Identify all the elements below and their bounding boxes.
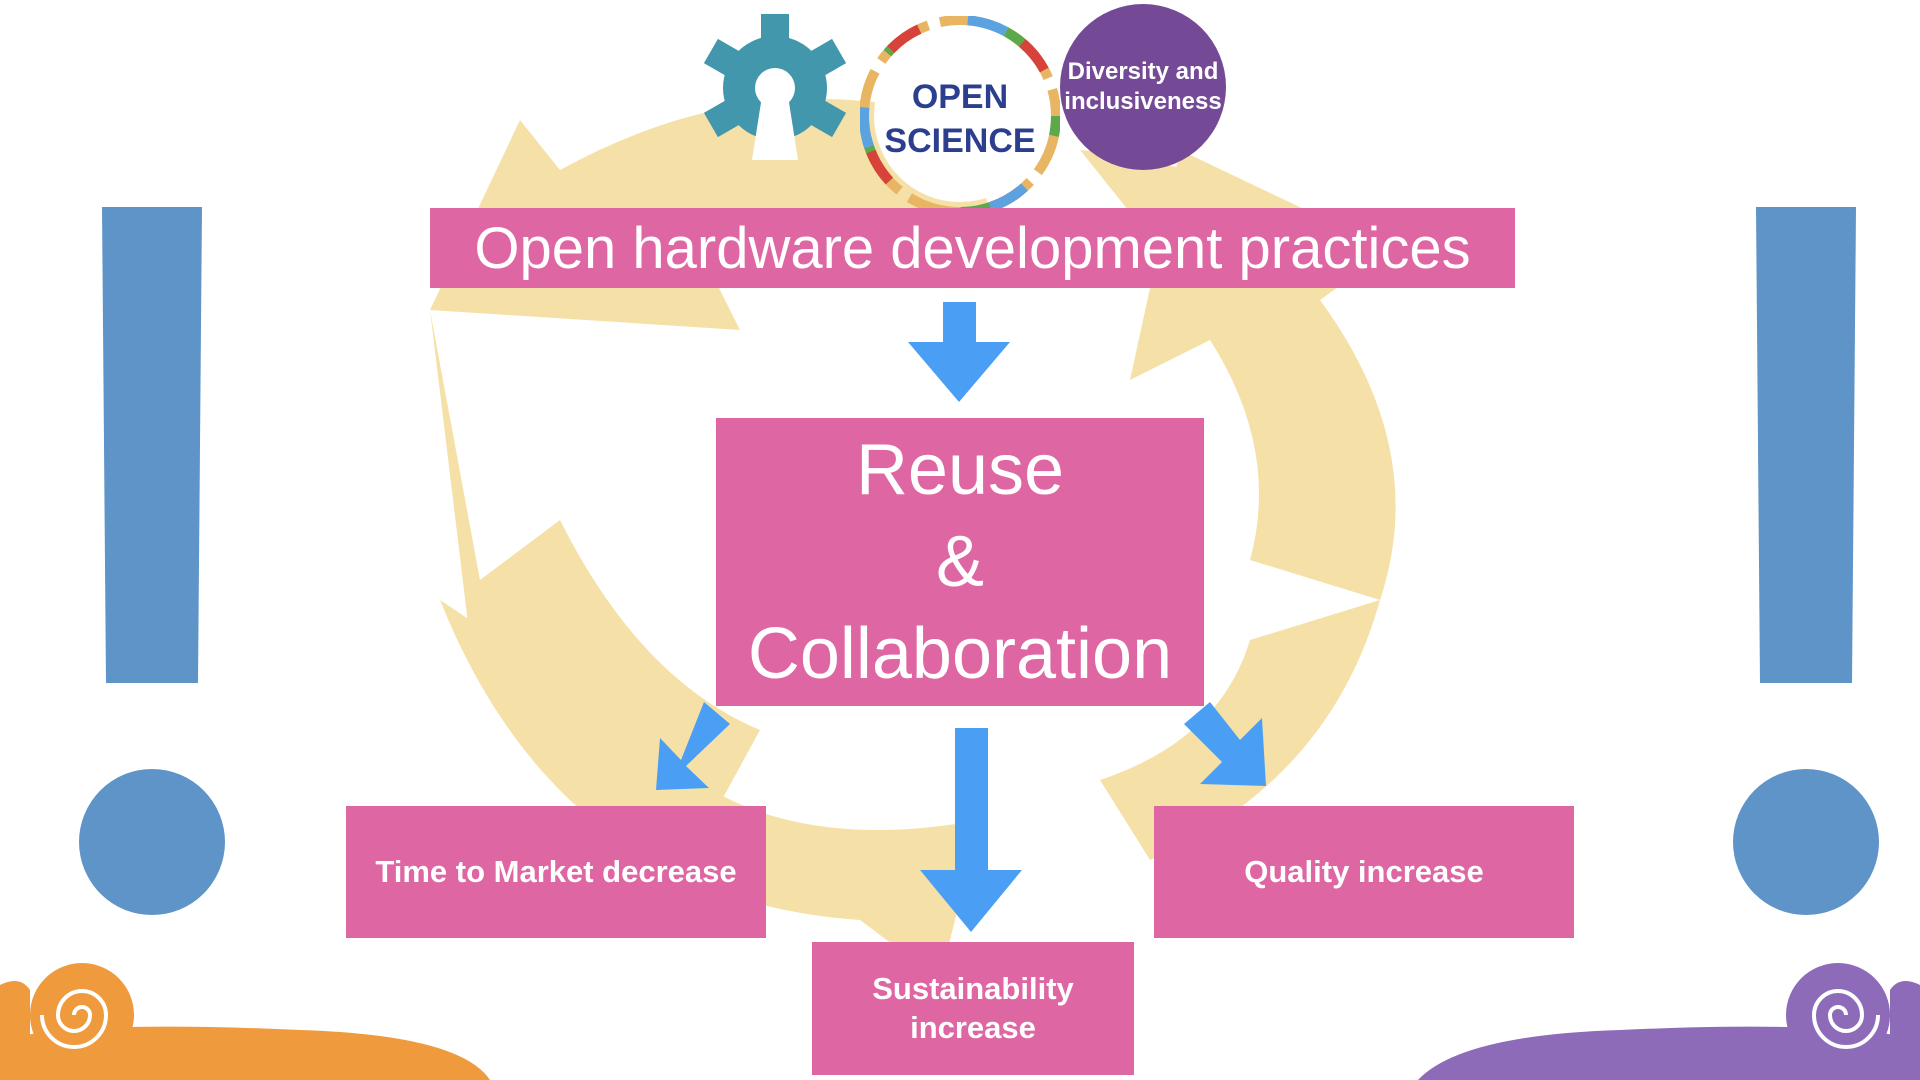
center-line-ampersand: & [935,521,985,602]
reuse-collaboration-box: Reuse & Collaboration [716,418,1204,706]
diversity-line2: inclusiveness [1064,88,1222,115]
center-line-collaboration: Collaboration [747,614,1173,695]
diversity-line1: Diversity and [1067,58,1219,85]
arrow-down-center [920,728,1022,932]
arrow-down-top [908,302,1010,402]
orange-snail-icon [0,963,490,1080]
arrow-down-right [1184,702,1266,786]
center-line-reuse: Reuse [855,429,1065,510]
open-science-logo: OPEN SCIENCE [860,16,1060,216]
open-hardware-gear-icon [703,14,847,160]
flow-arrows [656,302,1266,932]
time-to-market-box: Time to Market decrease [346,806,766,938]
diversity-inclusiveness-badge: Diversity and inclusiveness [1060,4,1226,170]
sustainability-box: Sustainability increase [812,942,1134,1075]
sustainability-line1: Sustainability [872,970,1074,1006]
left-exclamation-mark [79,207,225,915]
main-title-box: Open hardware development practices [430,208,1515,288]
open-science-text-line2: SCIENCE [884,122,1035,160]
quality-box: Quality increase [1154,806,1574,938]
arrow-down-left [656,702,730,790]
open-science-text-line1: OPEN [912,78,1008,116]
sustainability-line2: increase [910,1009,1036,1045]
right-exclamation-mark [1733,207,1879,915]
purple-snail-icon [1418,963,1920,1080]
